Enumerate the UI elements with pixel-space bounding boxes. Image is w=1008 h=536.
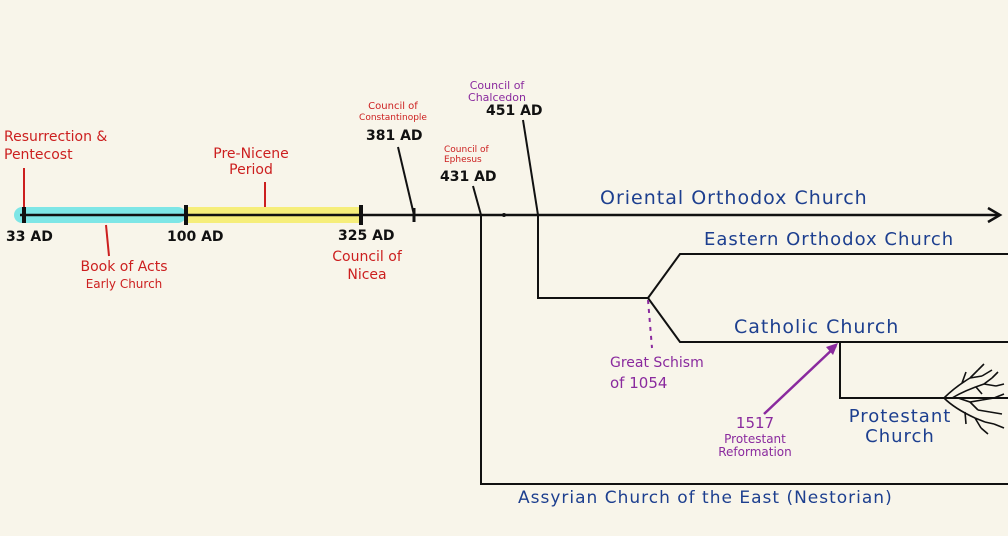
great-schism-label-line2: of 1054	[610, 374, 668, 392]
assyrian-branch-line	[480, 215, 1008, 485]
great-schism-label: Great Schism of 1054	[610, 356, 704, 391]
nicea-label-line2: Nicea	[347, 267, 387, 283]
chalcedon-label: Council of Chalcedon	[454, 80, 540, 103]
protestant-label-line2: Church	[865, 426, 935, 447]
protestant-branch-line	[839, 342, 1008, 399]
eastern-orthodox-line	[647, 253, 1008, 299]
date-325ad: 325 AD	[338, 228, 395, 244]
nicea-label-line1: Council of	[332, 249, 402, 265]
reformation-label: 1517 Protestant Reformation	[700, 414, 810, 459]
date-451ad: 451 AD	[486, 103, 543, 119]
protestant-label: Protestant Church	[838, 408, 962, 446]
oriental-orthodox-label: Oriental Orthodox Church	[600, 187, 868, 209]
constantinople-label-line1: Council of	[368, 101, 418, 112]
constantinople-label-line2: Constantinople	[359, 113, 427, 123]
nicea-label: Council of Nicea	[322, 250, 412, 282]
ephesus-pointer	[472, 185, 482, 216]
book-of-acts-label-line1: Book of Acts	[80, 259, 168, 275]
reformation-label-line2: Protestant	[724, 432, 786, 446]
denominations-tree-icon	[930, 363, 1005, 435]
chalcedon-label-line2: Chalcedon	[468, 91, 526, 104]
date-431ad: 431 AD	[440, 169, 497, 185]
pre-nicene-label: Pre-Nicene Period	[196, 147, 306, 177]
date-33ad: 33 AD	[6, 229, 53, 245]
book-of-acts-pointer	[105, 224, 110, 257]
chalcedon-label-line1: Council of	[469, 79, 525, 92]
great-schism-label-line1: Great Schism	[610, 355, 704, 371]
resurrection-label: Resurrection & Pentecost	[4, 130, 107, 162]
resurrection-label-line2: Pentecost	[4, 147, 73, 163]
constantinople-label: Council of Constantinople	[345, 102, 441, 123]
reformation-arrow-line	[763, 345, 837, 415]
eastern-orthodox-label: Eastern Orthodox Church	[704, 229, 955, 250]
dot-mark	[502, 213, 506, 217]
date-100ad: 100 AD	[167, 229, 224, 245]
ephesus-label-line2: Ephesus	[444, 155, 482, 165]
reformation-label-year: 1517	[735, 414, 775, 432]
timeline-arrowhead	[987, 206, 1003, 224]
book-of-acts-label: Book of Acts Early Church	[64, 260, 184, 290]
chalcedon-branch-line	[537, 215, 648, 299]
protestant-label-line1: Protestant	[848, 406, 952, 427]
date-381ad: 381 AD	[366, 128, 423, 144]
catholic-label: Catholic Church	[734, 316, 900, 338]
ephesus-label: Council of Ephesus	[444, 146, 489, 165]
chalcedon-pointer	[522, 119, 539, 216]
reformation-arrowhead	[826, 343, 838, 355]
schism-pointer	[647, 299, 653, 349]
catholic-line	[647, 297, 1008, 343]
assyrian-church-label: Assyrian Church of the East (Nestorian)	[518, 488, 893, 508]
book-of-acts-label-line2: Early Church	[85, 277, 163, 291]
ephesus-label-line1: Council of	[444, 145, 489, 155]
reformation-label-line3: Reformation	[718, 445, 792, 459]
resurrection-label-line1: Resurrection &	[4, 129, 108, 145]
constantinople-pointer	[397, 146, 415, 216]
pre-nicene-label-line2: Period	[229, 162, 273, 178]
pre-nicene-label-line1: Pre-Nicene	[213, 146, 289, 162]
